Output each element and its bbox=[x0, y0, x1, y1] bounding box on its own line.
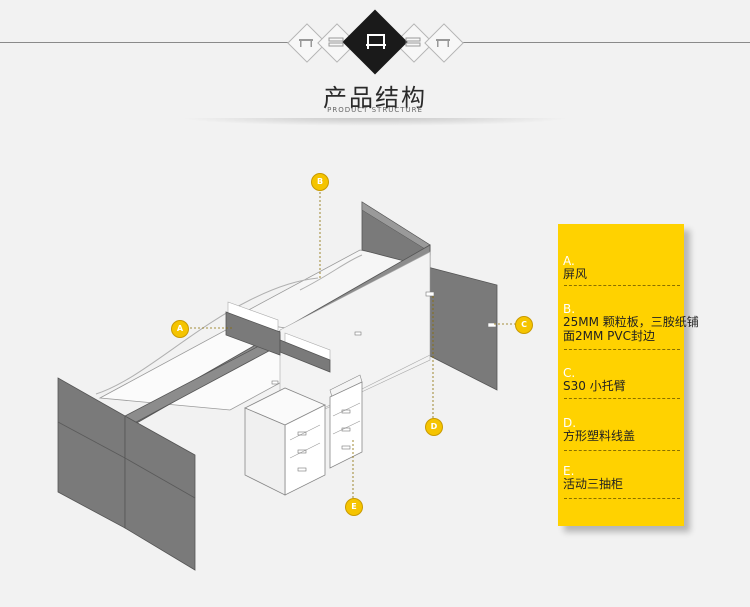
legend-letter: E. bbox=[563, 464, 575, 478]
legend-divider bbox=[564, 498, 680, 499]
legend-text: 方形塑料线盖 bbox=[563, 429, 636, 443]
drawer-icon bbox=[328, 37, 344, 47]
title-shadow bbox=[180, 118, 570, 126]
legend-panel: A. 屏风 B. 25MM 颗粒板，三胺纸铺 面2MM PVC封边 C. S30… bbox=[558, 224, 699, 526]
workstation-drawing bbox=[57, 188, 516, 571]
legend-text: 25MM 颗粒板，三胺纸铺 bbox=[563, 315, 699, 329]
label-badge-b: B bbox=[311, 173, 329, 191]
workstation-icon bbox=[366, 34, 386, 49]
legend-letter: B. bbox=[563, 302, 576, 316]
desk-icon bbox=[436, 39, 450, 47]
legend-text: 屏风 bbox=[563, 267, 588, 281]
legend-divider bbox=[564, 349, 680, 350]
screen-panel-front-end bbox=[124, 415, 196, 571]
label-badge-d: D bbox=[425, 418, 443, 436]
legend-divider bbox=[564, 398, 680, 399]
legend-letter: D. bbox=[563, 416, 577, 430]
legend-text-line2: 面2MM PVC封边 bbox=[563, 329, 655, 343]
legend-letter: C. bbox=[563, 366, 576, 380]
label-badge-e: E bbox=[345, 498, 363, 516]
page-title: 产品结构 bbox=[323, 84, 427, 112]
legend-text: S30 小托臂 bbox=[563, 379, 626, 393]
desk-icon bbox=[299, 39, 313, 47]
label-badge-a: A bbox=[171, 320, 189, 338]
legend-text: 活动三抽柜 bbox=[563, 477, 624, 491]
legend-letter: A. bbox=[563, 254, 575, 268]
label-badge-c: C bbox=[515, 316, 533, 334]
page-subtitle: PRODUCT STRUCTURE bbox=[327, 106, 423, 114]
legend-divider bbox=[564, 450, 680, 451]
drawer-icon bbox=[405, 37, 421, 47]
header-divider-right bbox=[460, 42, 750, 43]
legend-divider bbox=[564, 285, 680, 286]
header-divider-left bbox=[0, 42, 290, 43]
